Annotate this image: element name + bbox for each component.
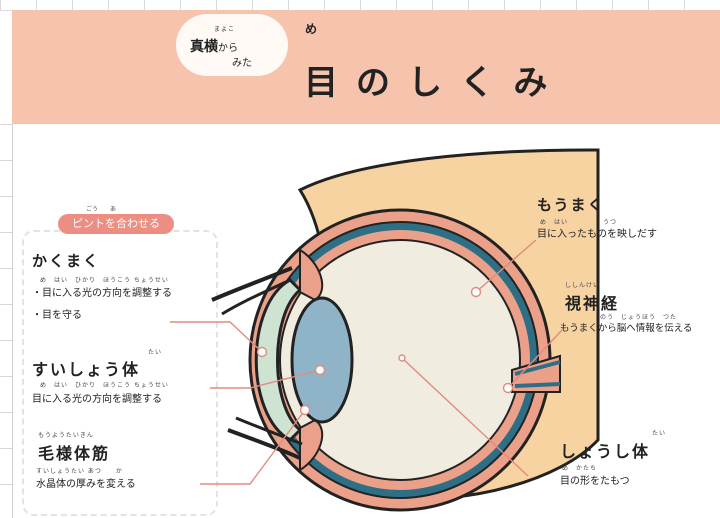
- label-lens: すいしょう体: [32, 356, 140, 380]
- label-retina: もうまく: [537, 194, 605, 215]
- dot-ciliary: [301, 406, 310, 415]
- ruby-optic-name: ししんけい: [565, 280, 600, 289]
- dot-vitreous: [399, 355, 405, 361]
- ruby-ciliary-name: もうようたいきん: [38, 430, 94, 439]
- dot-optic: [504, 384, 513, 393]
- desc-optic: もうまくから脳へ情報を伝える: [560, 320, 692, 334]
- desc-retina: 目に入ったものを映しだす: [537, 225, 657, 240]
- leader-cornea: [170, 322, 262, 352]
- desc-cornea-1: ・目に入る光の方向を調整する: [32, 284, 172, 299]
- ruby-ciliary: すいしょうたい あつ か: [36, 466, 123, 475]
- dot-retina: [472, 288, 481, 297]
- label-optic: 視神経: [565, 290, 619, 314]
- desc-lens: 目に入る光の方向を調整する: [32, 390, 162, 405]
- label-cornea: かくまく: [32, 250, 100, 271]
- desc-vitreous: 目の形をたもつ: [560, 472, 630, 487]
- ruby-cornea: め はい ひかり ほうこう ちょうせい: [40, 275, 169, 284]
- label-ciliary: 毛様体筋: [38, 440, 110, 464]
- lens: [292, 298, 352, 422]
- dot-cornea: [258, 348, 267, 357]
- label-vitreous: しょうし体: [560, 438, 650, 462]
- dot-lens: [316, 366, 325, 375]
- desc-cornea-2: ・目を守る: [32, 306, 82, 321]
- ruby-vitreous-name: たい: [652, 428, 666, 437]
- ruby-vitreous: め かたち: [562, 463, 597, 472]
- desc-ciliary: 水晶体の厚みを変える: [36, 475, 136, 490]
- ruby-lens: め はい ひかり ほうこう ちょうせい: [40, 380, 169, 389]
- ruby-lens-name: たい: [148, 347, 162, 356]
